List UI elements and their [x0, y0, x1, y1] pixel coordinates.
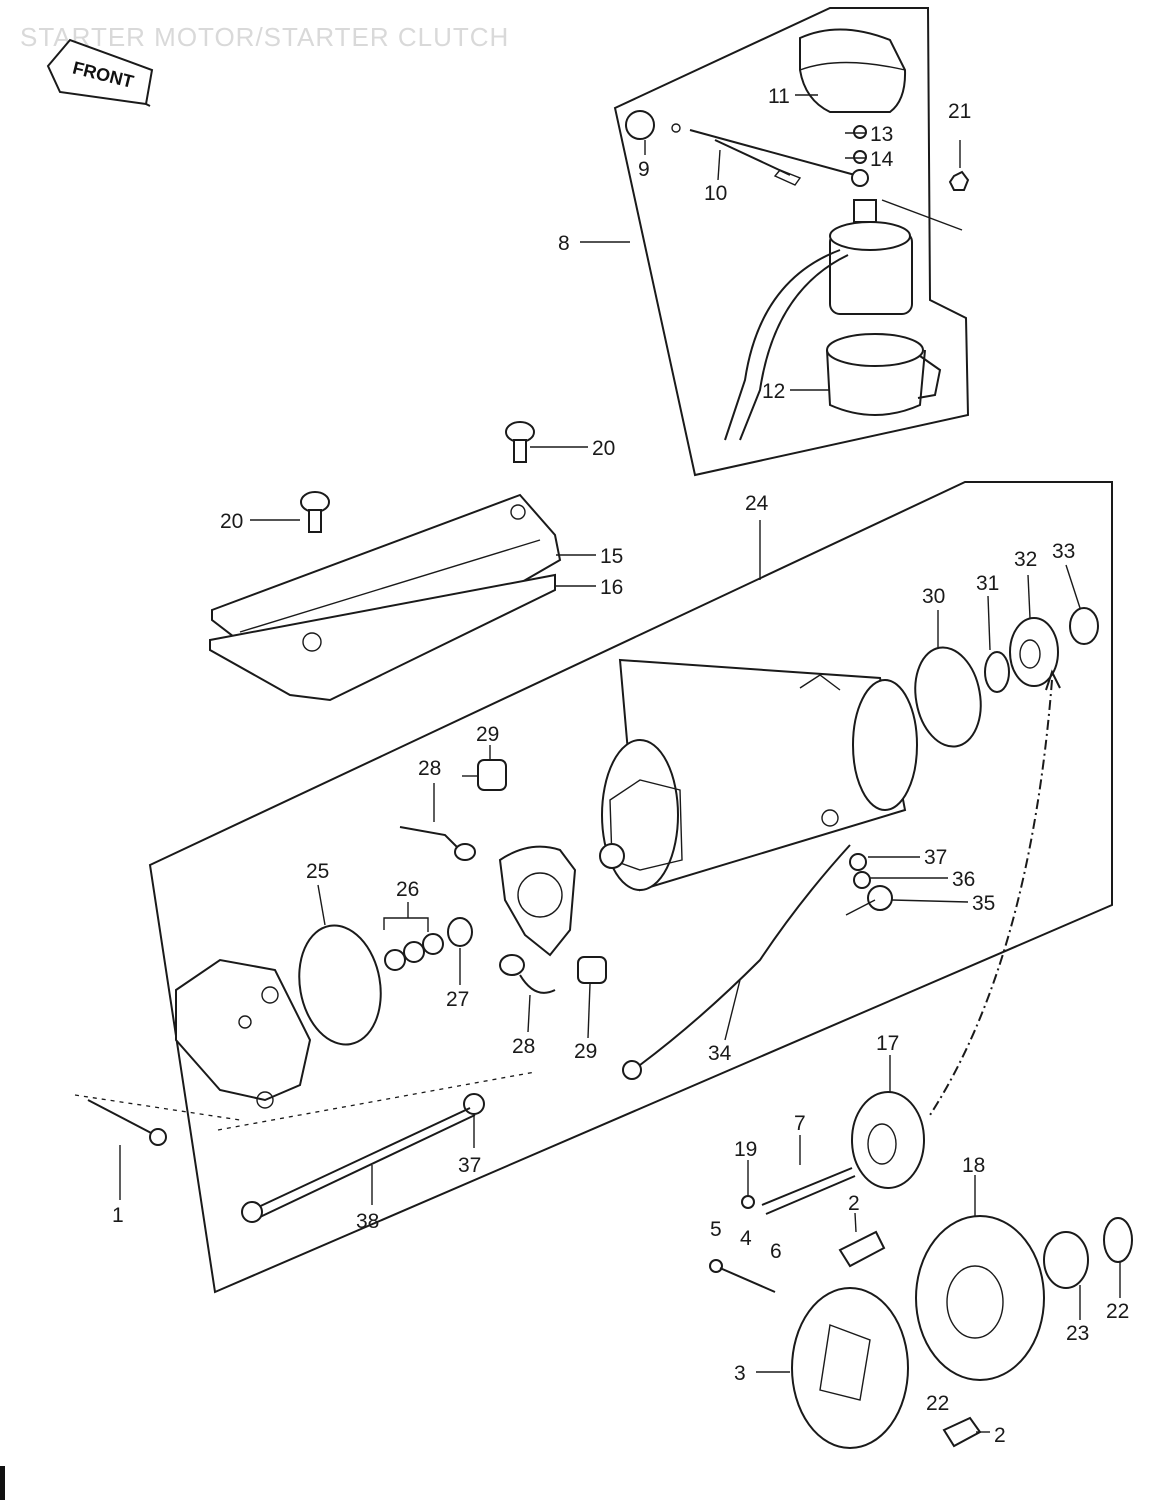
part-label: 28 [512, 1035, 535, 1058]
part-label: 9 [638, 158, 650, 181]
part-label: 13 [870, 123, 893, 146]
front-arrow-icon: FRONT [46, 38, 154, 107]
part-label: 38 [356, 1210, 379, 1233]
roller-2-upper [838, 1230, 886, 1268]
starter-motor [599, 658, 918, 892]
part-label: 34 [708, 1042, 732, 1065]
starter-cover [209, 493, 562, 702]
relay-lead-wire [625, 110, 856, 186]
part-label: 37 [458, 1154, 481, 1177]
part-label: 6 [770, 1240, 782, 1263]
starter-gear-32 [1009, 617, 1059, 687]
diagram-title: STARTER MOTOR/STARTER CLUTCH [20, 22, 510, 52]
part-label: 1 [112, 1204, 124, 1227]
part-label: 26 [396, 878, 419, 901]
bolt-1-dash-guide [74, 1094, 241, 1121]
brush-holder-29-lower [577, 956, 607, 984]
part-label: 31 [976, 572, 999, 595]
part-label: 36 [952, 868, 975, 891]
bolt-1 [87, 1099, 167, 1146]
bolt-20-upper [505, 421, 535, 463]
starter-clutch-3 [791, 1287, 909, 1449]
brush-28-upper [399, 826, 476, 861]
part-label: 7 [794, 1112, 806, 1135]
starter-relay [724, 199, 913, 441]
page-edge-mark [0, 1466, 5, 1500]
o-ring-25 [298, 924, 382, 1046]
nut-37-lower [463, 1093, 485, 1115]
screw-6 [719, 1267, 776, 1293]
part-label: 20 [592, 437, 615, 460]
part-label: 2 [994, 1424, 1006, 1447]
o-ring-30 [914, 646, 982, 748]
part-label: 29 [476, 723, 499, 746]
part-label: 8 [558, 232, 570, 255]
relay-outline-panel [613, 7, 970, 477]
part-label: 28 [418, 757, 441, 780]
circlip-31 [984, 651, 1010, 693]
part-label: 4 [740, 1227, 752, 1250]
drive-chain-path [929, 679, 1053, 1116]
part-label: 21 [948, 100, 971, 123]
part-label: 17 [876, 1032, 899, 1055]
collar-22-right [1103, 1217, 1133, 1263]
washer-27 [447, 917, 473, 947]
starter-end-cover [175, 958, 312, 1109]
terminal-35 [845, 885, 893, 916]
leader-lines [119, 94, 1121, 1433]
part-number-labels: 1 2 2 3 4 5 6 7 8 9 10 11 12 13 14 15 16… [112, 85, 1129, 1447]
terminal-nut [851, 169, 869, 187]
washer-36 [853, 871, 871, 889]
part-label: 5 [710, 1218, 722, 1241]
relay-rubber-boot [826, 333, 942, 416]
washer-14 [853, 150, 867, 164]
starter-outline-panel [148, 481, 1113, 1294]
brush-plate [498, 845, 577, 957]
washer-set-26 [384, 933, 444, 971]
part-label: 18 [962, 1154, 985, 1177]
part-label: 12 [762, 380, 785, 403]
nut-21 [948, 170, 970, 191]
collar-22-lower [942, 1416, 982, 1448]
part-label: 23 [1066, 1322, 1089, 1345]
chain-arrow-icon [1045, 669, 1061, 691]
starter-cable-34 [622, 844, 851, 1080]
part-label: 25 [306, 860, 329, 883]
brush-holder-29-upper [462, 759, 507, 791]
relay-cover [799, 28, 907, 113]
part-label: 33 [1052, 540, 1075, 563]
part-label: 32 [1014, 548, 1037, 571]
shaft-7 [761, 1167, 856, 1215]
nut-13 [853, 125, 867, 139]
part-label: 35 [972, 892, 995, 915]
part-label: 2 [848, 1192, 860, 1215]
part-label: 30 [922, 585, 945, 608]
nut-37-upper [849, 853, 867, 871]
part-label: 27 [446, 988, 469, 1011]
screw-5 [709, 1259, 723, 1273]
part-label: 19 [734, 1138, 757, 1161]
part-label: 29 [574, 1040, 597, 1063]
screw-19 [741, 1195, 755, 1209]
part-label: 15 [600, 545, 623, 568]
part-label: 3 [734, 1362, 746, 1385]
part-label: 22 [1106, 1300, 1129, 1323]
part-label: 10 [704, 182, 727, 205]
through-bolt-38 [241, 1107, 476, 1223]
part-label: 37 [924, 846, 947, 869]
part-label: 20 [220, 510, 243, 533]
sprocket-17 [851, 1091, 925, 1189]
part-label: 24 [745, 492, 769, 515]
needle-bearing-23 [1043, 1231, 1089, 1289]
clutch-gear-18 [915, 1215, 1045, 1381]
part-label: 11 [768, 85, 790, 108]
part-label: 22 [926, 1392, 949, 1415]
brush-28-lower [499, 954, 556, 994]
bolt-20-left [300, 491, 330, 533]
part-label: 14 [870, 148, 894, 171]
part-label: 16 [600, 576, 623, 599]
cap-33 [1069, 607, 1099, 645]
